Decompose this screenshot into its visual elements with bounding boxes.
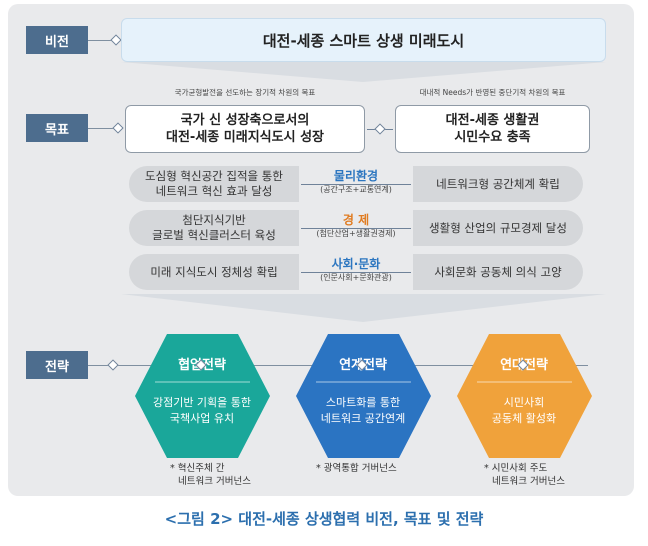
- strategy-solidarity-note2: 네트워크 거버넌스: [492, 476, 565, 487]
- figure-caption: <그림 2> 대전-세종 상생협력 비전, 목표 및 전략: [164, 510, 484, 528]
- pillar-society-center: 사회·문화 (인문사회+문화관광): [301, 257, 411, 283]
- pillar-society-left: 미래 지식도시 정체성 확립: [129, 254, 299, 290]
- pillar-society-sub: (인문사회+문화관광): [320, 273, 392, 282]
- pillar-economy-center: 경 제 (첨단산업+생활권경제): [301, 213, 411, 239]
- strategy-link-body1: 스마트화를 통한: [326, 396, 400, 409]
- goal-funnel: [121, 294, 606, 322]
- pillar-physical-left-line2: 네트워크 혁신 효과 달성: [155, 184, 273, 198]
- section-label-strategy: 전략: [26, 351, 88, 379]
- strategy-solidarity-note1: * 시민사회 주도: [484, 463, 548, 474]
- section-label-vision: 비전: [26, 26, 88, 54]
- strategy-collab-note: * 혁신주체 간 네트워크 거버넌스: [170, 462, 251, 488]
- strategy-solidarity-body2: 공동체 활성화: [492, 411, 556, 425]
- strategy-solidarity-note: * 시민사회 주도 네트워크 거버넌스: [484, 462, 565, 488]
- pillar-physical-title: 물리환경: [333, 169, 379, 183]
- section-label-goal: 목표: [26, 114, 88, 142]
- goal-left-line1: 국가 신 성장축으로서의: [180, 113, 310, 128]
- strategy-collab-body1: 강점기반 기획을 통한: [153, 396, 251, 409]
- goal-box-right: 대전-세종 생활권 시민수요 충족: [395, 105, 590, 153]
- strategy-collab-note2: 네트워크 거버넌스: [178, 476, 251, 487]
- pillar-physical-right: 네트워크형 공간체계 확립: [413, 166, 583, 202]
- pillar-physical-line: [301, 184, 411, 185]
- strategy-hex-link: 연계전략 스마트화를 통한 네트워크 공간연계: [296, 334, 431, 458]
- goal-right-line2: 시민수요 충족: [454, 130, 531, 145]
- strategy-hex-collab: 협업전략 강점기반 기획을 통한 국책사업 유치: [135, 334, 270, 458]
- pillar-economy-line: [301, 228, 411, 229]
- pillar-society-title: 사회·문화: [331, 257, 381, 271]
- vision-connector: [88, 40, 116, 41]
- goal-connector: [88, 128, 118, 129]
- strategy-solidarity-body1: 시민사회: [504, 396, 544, 409]
- strategy-link-body2: 네트워크 공간연계: [321, 412, 405, 425]
- vision-funnel: [121, 62, 606, 82]
- pillar-physical-center: 물리환경 (공간구조+교통연계): [301, 169, 411, 195]
- strategy-collab-body2: 국책사업 유치: [170, 412, 234, 425]
- goal-note-right: 대내적 Needs가 반영된 중단기적 차원의 목표: [419, 88, 566, 97]
- pillar-economy-left-line1: 첨단지식기반: [182, 213, 246, 227]
- pillar-society-left-line1: 미래 지식도시 정체성 확립: [150, 264, 278, 279]
- strategy-collab-note1: * 혁신주체 간: [170, 463, 225, 474]
- goal-right-line1: 대전-세종 생활권: [445, 113, 540, 128]
- goal-note-left: 국가균형발전을 선도하는 장기적 차원의 목표: [174, 88, 316, 97]
- pillar-economy-left-line2: 글로벌 혁신클러스터 육성: [152, 228, 276, 242]
- strategy-link-note1: * 광역통합 거버넌스: [316, 463, 397, 474]
- pillar-economy-sub: (첨단산업+생활권경제): [316, 229, 396, 238]
- pillar-physical-sub: (공간구조+교통연계): [320, 185, 392, 194]
- vision-statement: 대전-세종 스마트 상생 미래도시: [121, 18, 606, 62]
- goal-box-left: 국가 신 성장축으로서의 대전-세종 미래지식도시 성장: [125, 105, 365, 153]
- pillar-physical-left-line1: 도심형 혁신공간 집적을 통한: [145, 169, 283, 183]
- strategy-link-note: * 광역통합 거버넌스: [316, 462, 397, 475]
- strategy-hex-solidarity: 연대전략 시민사회 공동체 활성화: [457, 334, 592, 458]
- pillar-society-line: [301, 272, 411, 273]
- pillar-economy-right: 생활형 산업의 규모경제 달성: [413, 210, 583, 246]
- pillar-society-right: 사회문화 공동체 의식 고양: [413, 254, 583, 290]
- pillar-economy-title: 경 제: [342, 213, 370, 227]
- goal-left-line2: 대전-세종 미래지식도시 성장: [166, 130, 324, 145]
